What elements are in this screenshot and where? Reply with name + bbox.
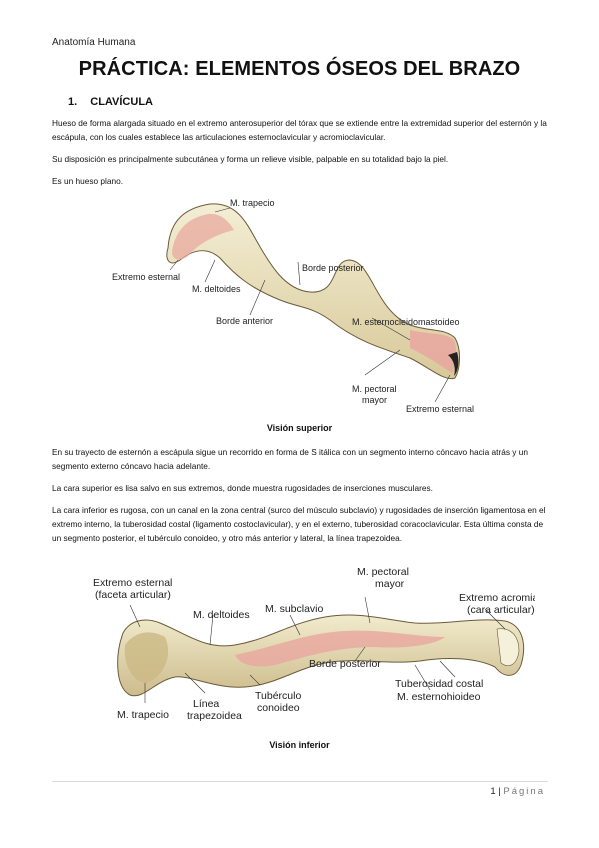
label-extremo-esternal-1: Extremo esternal — [93, 577, 172, 589]
label-m-pectoral-1: M. pectoral — [352, 384, 397, 394]
label-linea-2: trapezoidea — [187, 710, 242, 722]
section-number: 1. — [68, 96, 78, 108]
paragraph-trajectory: En su trayecto de esternón a escápula si… — [52, 447, 528, 471]
paragraph-superior-face: La cara superior es lisa salvo en sus ex… — [52, 483, 433, 493]
label-m-trapecio: M. trapecio — [230, 198, 275, 208]
label-m-pectoral-1: M. pectoral — [357, 566, 409, 578]
paragraph-disposition: Su disposición es principalmente subcutá… — [52, 154, 449, 164]
muscle-insertion-ecm — [410, 330, 457, 373]
clavicle-bone-shape — [166, 203, 460, 380]
label-extremo-acromial-2: (cara articular) — [467, 604, 535, 616]
muscle-insertion-deltoides — [172, 213, 234, 260]
label-extremo-esternal: Extremo esternal — [112, 272, 180, 282]
clavicle-inferior-bone-shape — [117, 614, 525, 697]
section-title: CLAVÍCULA — [90, 96, 153, 108]
page-title: PRÁCTICA: ELEMENTOS ÓSEOS DEL BRAZO — [78, 58, 521, 80]
page-label: Página — [503, 786, 545, 797]
label-m-deltoides: M. deltoides — [193, 609, 250, 621]
paragraph-inferior-face: La cara inferior es rugosa, con un canal… — [52, 505, 546, 543]
label-m-deltoides: M. deltoides — [192, 284, 241, 294]
label-extremo-acromial-1: Extremo acromial — [459, 592, 535, 604]
label-extremo-esternal-2: (faceta articular) — [95, 589, 171, 601]
label-m-trapecio: M. trapecio — [117, 709, 169, 721]
sternal-rough-area — [124, 632, 169, 683]
label-borde-posterior: Borde posterior — [309, 658, 381, 670]
label-m-pectoral-2: mayor — [375, 578, 405, 590]
running-header: Anatomía Humana — [52, 37, 136, 48]
footer-divider — [52, 781, 548, 782]
label-tuberculo-2: conoideo — [257, 702, 300, 714]
label-m-pectoral-2: mayor — [362, 395, 387, 405]
subclavio-groove — [235, 630, 445, 667]
section-heading: 1. CLAVÍCULA — [68, 96, 153, 108]
label-borde-anterior: Borde anterior — [216, 316, 273, 326]
label-m-esternocleidomastoideo: M. esternocleidomastoideo — [352, 317, 460, 327]
label-borde-posterior: Borde posterior — [302, 263, 364, 273]
label-tuberculo-1: Tubérculo — [255, 690, 301, 702]
clavicle-inferior-figure: Extremo esternal (faceta articular) M. p… — [93, 566, 535, 722]
paragraph-type: Es un hueso plano. — [52, 176, 124, 186]
acromial-end-area — [496, 628, 520, 666]
page-number: 1 — [490, 786, 496, 797]
sternal-end-dark — [448, 352, 459, 376]
figure1-caption: Visión superior — [266, 423, 333, 433]
figure2-caption: Visión inferior — [269, 740, 330, 750]
label-tuberosidad-costal: Tuberosidad costal — [395, 678, 483, 690]
clavicle-superior-figure: M. trapecio Extremo esternal M. deltoide… — [112, 198, 474, 414]
footer-separator: | — [498, 786, 501, 797]
label-m-esternohioideo: M. esternohioideo — [397, 691, 481, 703]
label-linea-1: Línea — [193, 698, 219, 710]
label-extremo-esternal-2: Extremo esternal — [406, 404, 474, 414]
page-footer: 1 | Página — [490, 786, 545, 797]
paragraph-intro: Hueso de forma alargada situado en el ex… — [52, 118, 547, 142]
label-m-subclavio: M. subclavio — [265, 603, 324, 615]
